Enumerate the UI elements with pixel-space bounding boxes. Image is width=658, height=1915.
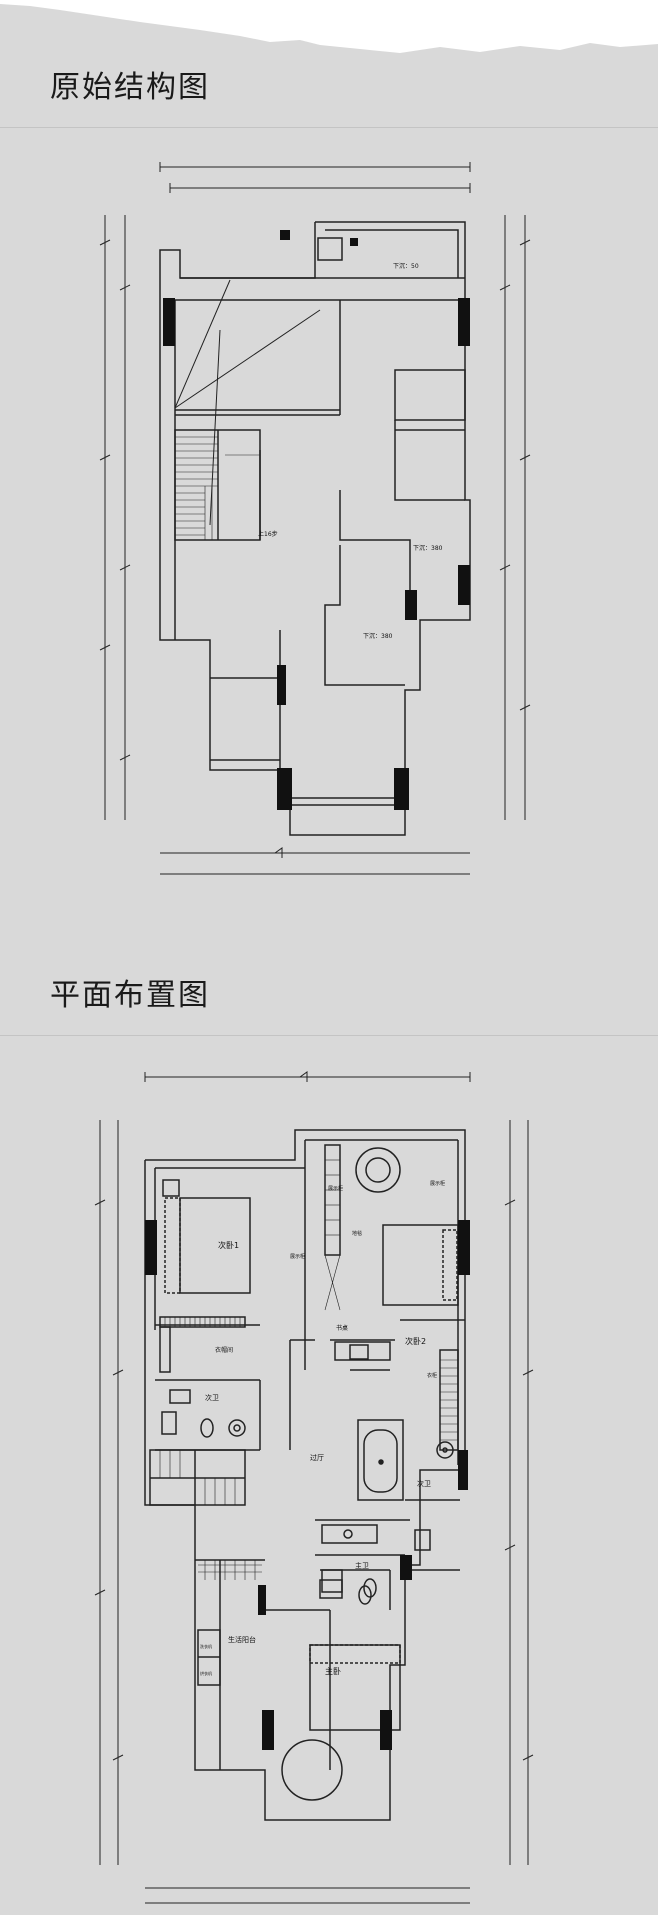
room-label-bedroom-2: 次卧2	[405, 1336, 426, 1346]
room-label-service-balcony: 生活阳台	[228, 1635, 256, 1644]
label-display-cabinet-1: 展示柜	[290, 1253, 305, 1260]
original-structure-plan: 下沉：50 下沉：380 下沉：380 上16步	[99, 162, 531, 875]
label-down-50: 下沉：50	[393, 262, 419, 270]
room-label-corridor: 过厅	[310, 1453, 324, 1462]
label-desk: 书桌	[336, 1324, 348, 1332]
room-label-master-bedroom: 主卧	[325, 1666, 341, 1676]
section-title-layout-plan: 平面布置图	[50, 978, 210, 1013]
label-walk-in-closet: 衣帽间	[215, 1346, 233, 1354]
label-stairs-16: 上16步	[258, 530, 278, 538]
room-label-secondary-bath-2: 次卫	[417, 1479, 431, 1488]
torn-paper-edge	[0, 0, 658, 53]
label-dryer: 烘衣机	[200, 1670, 212, 1676]
label-wardrobe: 衣柜	[427, 1372, 437, 1379]
layout-plan: 次卧1 次卧2 主卧 次卫 次卫 主卫 过厅 生活阳台 书桌 衣帽间 展示柜 展…	[94, 1071, 534, 1904]
label-down-380-a: 下沉：380	[413, 544, 443, 552]
section-title-original-structure: 原始结构图	[50, 70, 210, 105]
label-display-cabinet-2: 展示柜	[328, 1185, 343, 1192]
divider-1	[0, 127, 658, 128]
label-down-380-b: 下沉：380	[363, 632, 393, 640]
label-carpet: 地毯	[352, 1230, 362, 1237]
divider-2	[0, 1035, 658, 1036]
label-display-cabinet-3: 展示柜	[430, 1180, 445, 1187]
room-label-secondary-bath-1: 次卫	[205, 1393, 219, 1402]
room-label-bedroom-1: 次卧1	[218, 1240, 239, 1250]
label-washing-machine: 洗衣机	[200, 1643, 212, 1649]
room-label-master-bath: 主卫	[355, 1561, 369, 1570]
